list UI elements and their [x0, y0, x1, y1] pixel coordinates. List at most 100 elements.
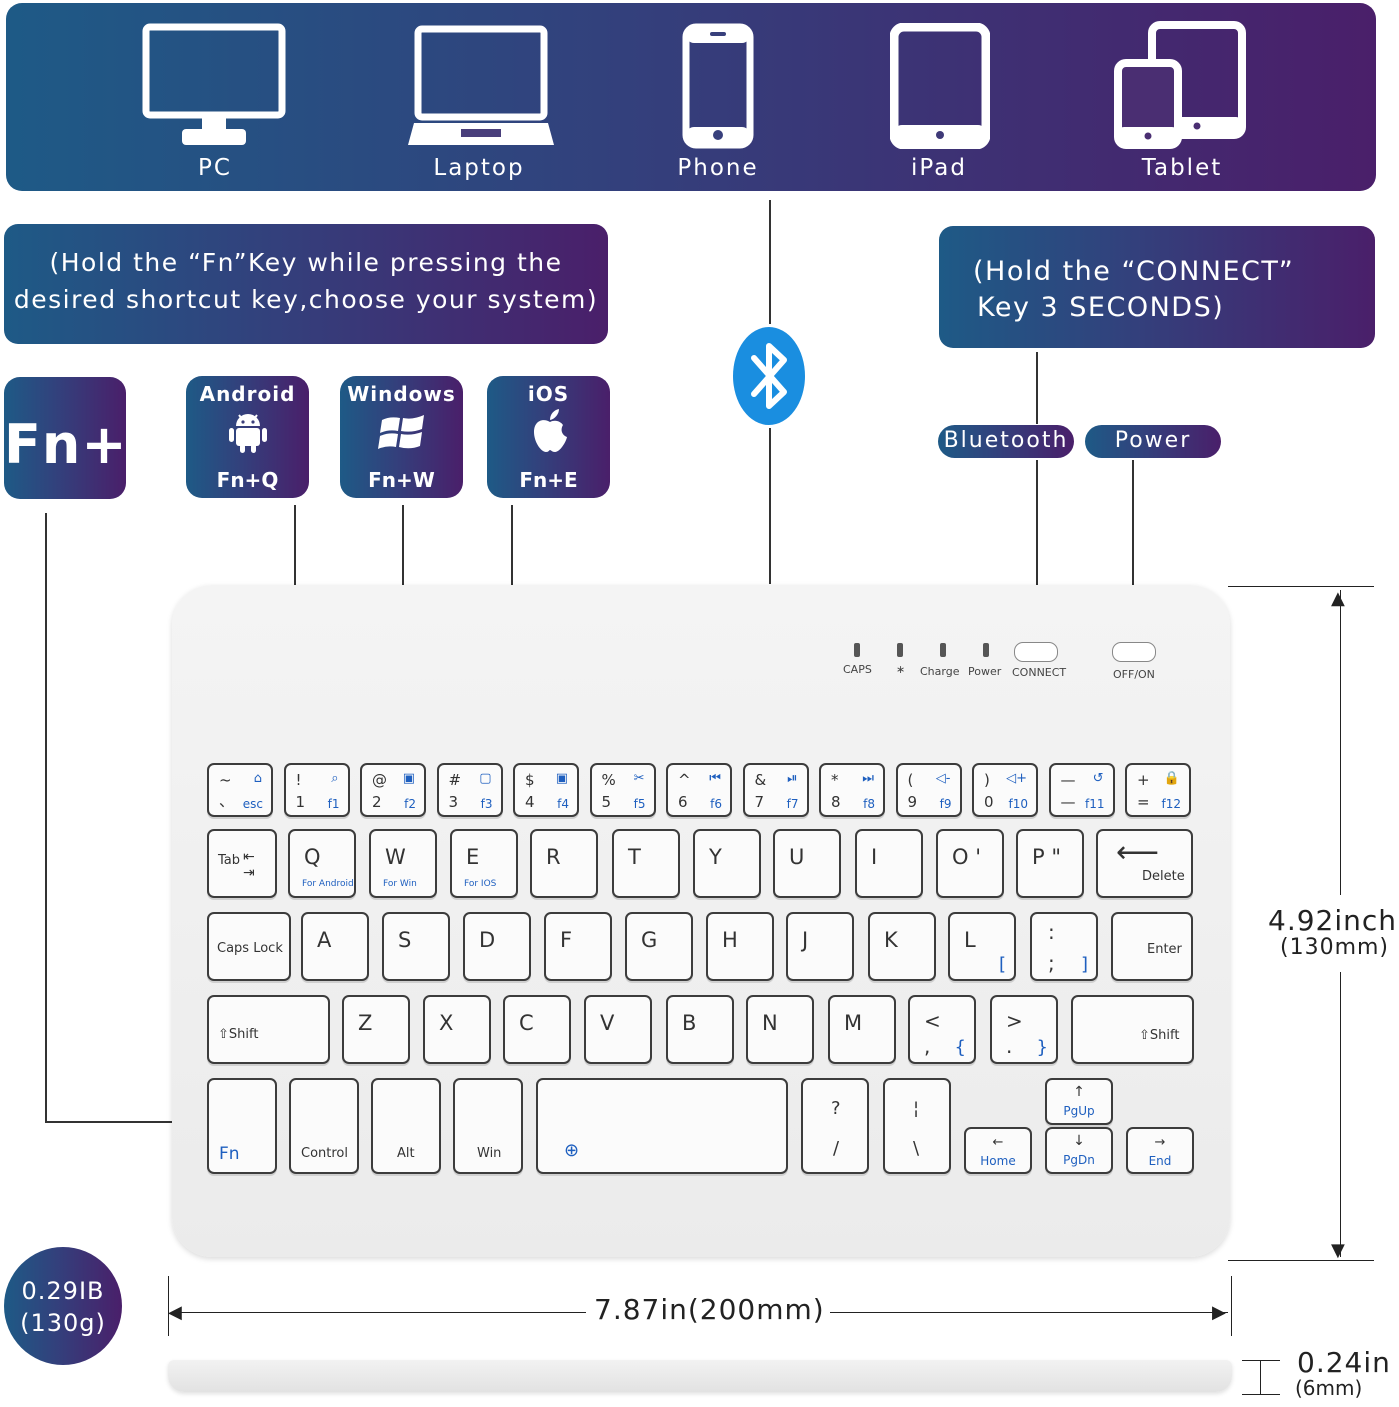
connect-button[interactable]: [1014, 642, 1058, 662]
key-win-label: Win: [477, 1146, 502, 1161]
key-control[interactable]: Control: [289, 1078, 359, 1174]
offon-label: OFF/ON: [1113, 668, 1155, 681]
key-z[interactable]: Z: [342, 995, 410, 1064]
dimension-line: [1231, 1276, 1232, 1336]
key-pgup-label: PgUp: [1063, 1104, 1095, 1118]
key-letter: B: [682, 1011, 697, 1035]
key-t[interactable]: T: [612, 829, 680, 898]
key-letter: N: [762, 1011, 778, 1035]
key-tab[interactable]: Tab ⇤⇥: [207, 829, 277, 898]
key-letter: K: [884, 928, 898, 952]
key-fn-label: esc: [242, 797, 263, 811]
key-period[interactable]: > . }: [990, 995, 1058, 1064]
key-delete[interactable]: ⟵ Delete: [1096, 829, 1193, 898]
key-b[interactable]: B: [666, 995, 734, 1064]
key-f[interactable]: F: [544, 912, 612, 981]
key-p[interactable]: P ": [1016, 829, 1084, 898]
key-shift-right[interactable]: ⇧Shift: [1071, 995, 1194, 1064]
key-letter: Y: [709, 845, 722, 869]
key-pgdn[interactable]: ↓ PgDn: [1045, 1127, 1113, 1174]
key-fn-label: f12: [1161, 797, 1182, 811]
charge-led: [940, 643, 946, 657]
key-win[interactable]: Win: [453, 1078, 523, 1174]
key-comma[interactable]: < , {: [908, 995, 976, 1064]
arrow-up-icon: ▲: [1331, 588, 1345, 609]
connector-line: [1132, 460, 1134, 650]
key-semicolon-top: :: [1048, 920, 1055, 944]
key-m[interactable]: M: [828, 995, 896, 1064]
bluetooth-pill: Bluetooth: [938, 425, 1074, 458]
key-x[interactable]: X: [423, 995, 491, 1064]
key-fn[interactable]: Fn: [207, 1078, 277, 1174]
key-shift-left[interactable]: ⇧Shift: [207, 995, 330, 1064]
key-backslash-label: \: [913, 1138, 920, 1159]
key-backslash[interactable]: ¦ \: [883, 1078, 951, 1174]
key-alt[interactable]: Alt: [371, 1078, 441, 1174]
key-a[interactable]: A: [301, 912, 369, 981]
device-label-tablet: Tablet: [1141, 155, 1223, 181]
connector-line: [45, 1121, 227, 1123]
system-name-android: Android: [199, 382, 296, 406]
apple-icon: [534, 409, 567, 452]
key-c[interactable]: C: [503, 995, 571, 1064]
ipad-icon: [890, 23, 990, 149]
connect-instruction-box: (Hold the “CONNECT” Key 3 SECONDS): [939, 226, 1375, 348]
weight-lb: 0.29IB: [21, 1277, 105, 1305]
key-letter: M: [844, 1011, 863, 1035]
key-v[interactable]: V: [584, 995, 652, 1064]
key-f1[interactable]: ~、esc⌂: [207, 763, 273, 817]
globe-icon: ⊕: [564, 1140, 580, 1161]
key-comma-label: ,: [924, 1034, 931, 1058]
power-pill: Power: [1085, 425, 1221, 458]
key-k[interactable]: K: [868, 912, 936, 981]
key-n[interactable]: N: [746, 995, 814, 1064]
key-fn-label: f10: [1008, 797, 1029, 811]
key-end[interactable]: → End: [1126, 1127, 1194, 1174]
key-l[interactable]: L[: [948, 912, 1016, 981]
key-j[interactable]: J: [786, 912, 854, 981]
key-u[interactable]: U: [773, 829, 841, 898]
caps-led: [854, 643, 860, 657]
key-i[interactable]: I: [855, 829, 923, 898]
key-letter: H: [722, 928, 738, 952]
key-semicolon[interactable]: : ; ]: [1030, 912, 1098, 981]
key-home[interactable]: ← Home: [964, 1127, 1032, 1174]
key-enter[interactable]: Enter: [1111, 912, 1193, 981]
key-letter: S: [398, 928, 412, 952]
media-icon: ▢: [479, 771, 492, 786]
key-r[interactable]: R: [530, 829, 598, 898]
key-y[interactable]: Y: [693, 829, 761, 898]
key-o[interactable]: O ': [936, 829, 1004, 898]
system-shortcut-windows: Fn+W: [368, 468, 435, 492]
key-space[interactable]: ⊕: [536, 1078, 788, 1174]
power-switch[interactable]: [1112, 642, 1156, 662]
key-g[interactable]: G: [625, 912, 693, 981]
power-led: [983, 643, 989, 657]
key-slash[interactable]: ? /: [801, 1078, 869, 1174]
key-h[interactable]: H: [706, 912, 774, 981]
key-f13[interactable]: +=f12🔒: [1125, 763, 1191, 817]
key-system-hint: For Android: [302, 879, 354, 889]
dimension-line: [830, 1312, 1228, 1313]
key-f12[interactable]: ——f11↺: [1048, 763, 1115, 817]
key-d[interactable]: D: [463, 912, 531, 981]
key-digit: 4: [525, 793, 535, 811]
key-capslock[interactable]: Caps Lock: [207, 912, 291, 981]
key-s[interactable]: S: [382, 912, 450, 981]
key-brace-right: }: [1036, 1037, 1048, 1058]
key-pgup[interactable]: ↑ PgUp: [1045, 1078, 1113, 1125]
charge-led-label: Charge: [920, 665, 960, 678]
